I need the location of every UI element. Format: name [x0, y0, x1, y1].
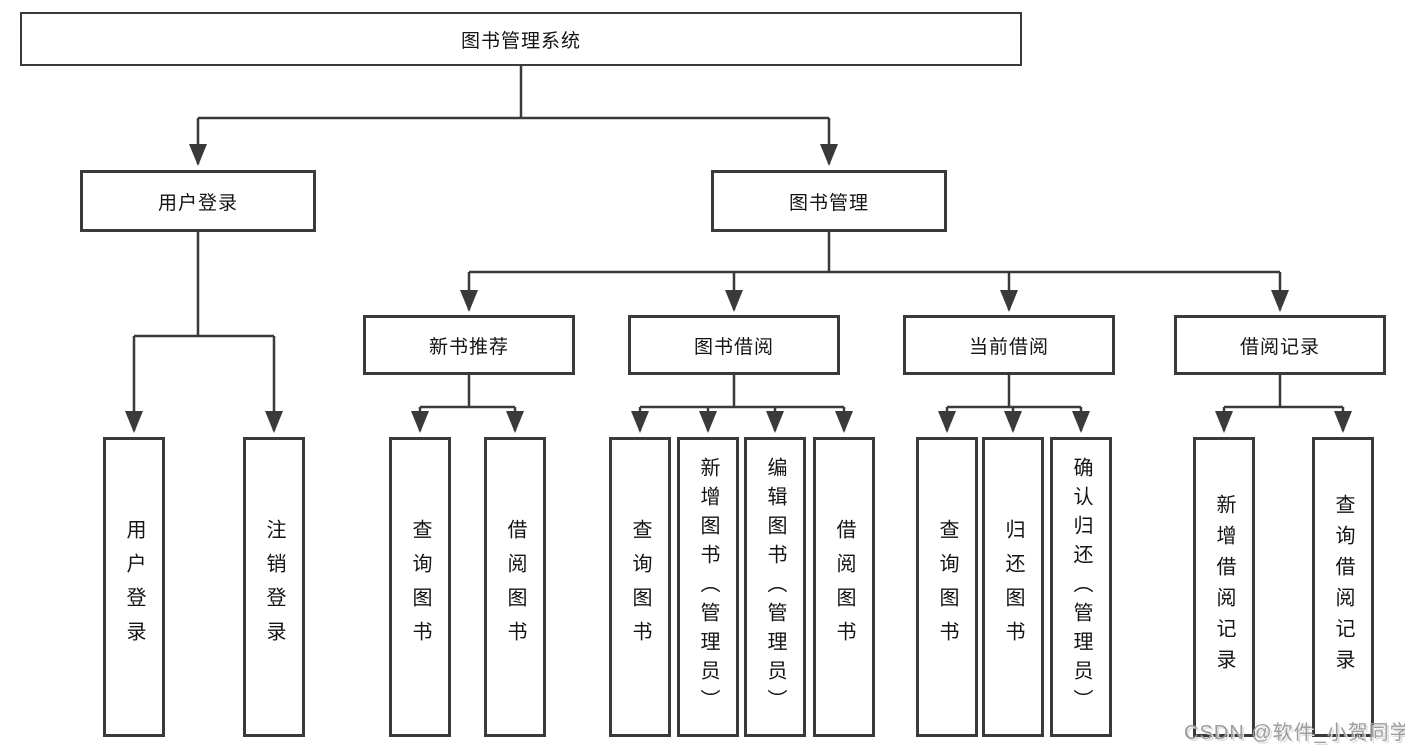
- node-library-management-system: 图书管理系统: [20, 12, 1022, 66]
- leaf-borrow-books-recommend: 借阅图书: [484, 437, 546, 737]
- node-user-login: 用户登录: [80, 170, 316, 232]
- leaf-add-borrow-record: 新增借阅记录: [1193, 437, 1255, 737]
- leaf-label: 注销登录: [263, 519, 285, 655]
- leaf-logout: 注销登录: [243, 437, 305, 737]
- leaf-label: 用户登录: [123, 519, 145, 655]
- leaf-return-books: 归还图书: [982, 437, 1044, 737]
- leaf-label: 借阅图书: [504, 519, 526, 655]
- node-label: 图书管理: [788, 192, 869, 214]
- leaf-borrow-books: 借阅图书: [813, 437, 875, 737]
- node-label: 借阅记录: [1239, 336, 1320, 358]
- node-label: 新书推荐: [428, 336, 509, 358]
- leaf-label: 查询借阅记录: [1332, 494, 1354, 680]
- leaf-label: 编辑图书（管理员）: [764, 456, 786, 718]
- node-book-management: 图书管理: [711, 170, 947, 232]
- node-label: 用户登录: [157, 192, 238, 214]
- leaf-query-books-recommend: 查询图书: [389, 437, 451, 737]
- leaf-label: 确认归还（管理员）: [1070, 456, 1092, 718]
- node-label: 图书借阅: [693, 336, 774, 358]
- node-book-borrowing: 图书借阅: [628, 315, 840, 375]
- leaf-confirm-return-admin: 确认归还（管理员）: [1050, 437, 1112, 737]
- leaf-add-book-admin: 新增图书（管理员）: [677, 437, 739, 737]
- leaf-label: 新增图书（管理员）: [697, 456, 719, 718]
- leaf-label: 新增借阅记录: [1213, 494, 1235, 680]
- node-label: 图书管理系统: [460, 30, 581, 52]
- leaf-label: 借阅图书: [833, 519, 855, 655]
- leaf-label: 查询图书: [629, 519, 651, 655]
- leaf-user-login: 用户登录: [103, 437, 165, 737]
- leaf-edit-book-admin: 编辑图书（管理员）: [744, 437, 806, 737]
- node-borrowing-records: 借阅记录: [1174, 315, 1386, 375]
- node-label: 当前借阅: [968, 336, 1049, 358]
- node-new-book-recommend: 新书推荐: [363, 315, 575, 375]
- node-current-borrowing: 当前借阅: [903, 315, 1115, 375]
- leaf-label: 归还图书: [1002, 519, 1024, 655]
- leaf-label: 查询图书: [936, 519, 958, 655]
- leaf-query-books-borrowing: 查询图书: [609, 437, 671, 737]
- csdn-watermark: CSDN @软件_小贺同学: [1184, 722, 1405, 744]
- leaf-query-books-current: 查询图书: [916, 437, 978, 737]
- leaf-query-borrow-record: 查询借阅记录: [1312, 437, 1374, 737]
- leaf-label: 查询图书: [409, 519, 431, 655]
